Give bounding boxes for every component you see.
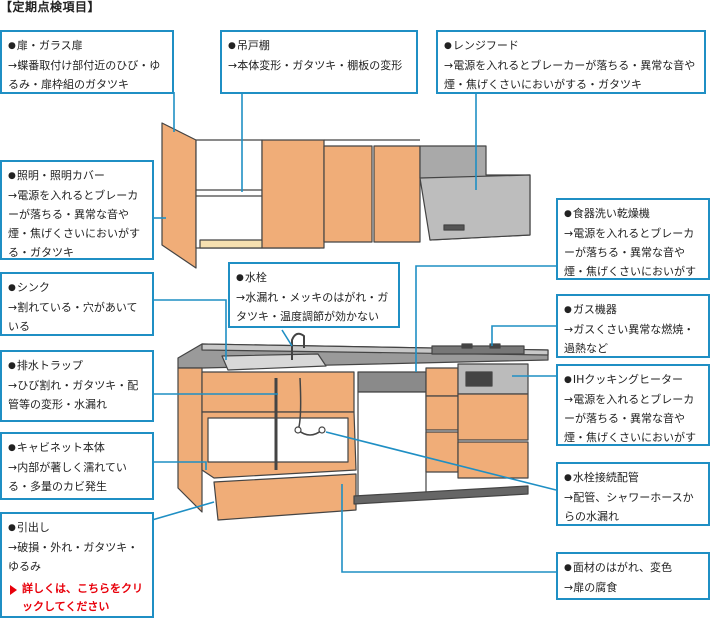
- callout-body: 電源を入れるとブレーカーが落ちる・異常な音や煙・焦げくさいにおいがする・ガタツキ: [8, 186, 146, 258]
- right-cabinet-drawer-5: [457, 441, 529, 479]
- callout-body: 電源を入れるとブレーカーが落ちる・異常な音や煙・焦げくさいにおいがする: [564, 224, 702, 278]
- callout-range-hood: レンジフード 電源を入れるとブレーカーが落ちる・異常な音や煙・焦げくさいにおいが…: [436, 30, 706, 94]
- callout-heading: 排水トラップ: [8, 356, 146, 376]
- callout-upper-cabinet: 吊戸棚 本体変形・ガタツキ・棚板の変形: [220, 30, 418, 94]
- callout-body: 割れている・穴があいている: [8, 298, 146, 334]
- callout-body: 電源を入れるとブレーカーが落ちる・異常な音や煙・焦げくさいにおいがする・ガタツキ: [444, 56, 698, 92]
- open-cabinet-door: [161, 122, 197, 269]
- upper-cabinet-door-2: [323, 145, 373, 243]
- callout-body: 蝶番取付け部付近のひび・ゆるみ・扉枠組のガタツキ: [8, 56, 166, 92]
- callout-drawer: 引出し 破損・外れ・ガタツキ・ゆるみ 詳しくは、こちらをクリックしてください: [0, 512, 154, 618]
- callout-body: 扉の腐食: [564, 578, 702, 597]
- callout-body: 配管、シャワーホースからの水漏れ: [564, 488, 702, 524]
- upper-cabinet-door-1: [261, 139, 325, 249]
- leader-faucet-pipe: [325, 431, 557, 491]
- page-title: 【定期点検項目】: [0, 0, 101, 14]
- callout-body: ひび割れ・ガタツキ・配管等の変形・水漏れ: [8, 376, 146, 414]
- callout-heading: 吊戸棚: [228, 36, 410, 56]
- details-link[interactable]: 詳しくは、こちらをクリックしてください: [8, 580, 146, 616]
- callout-lighting: 照明・照明カバー 電源を入れるとブレーカーが落ちる・異常な音や煙・焦げくさいにお…: [0, 160, 154, 260]
- callout-cabinet-body: キャビネット本体 内部が著しく濡れている・多量のカビ発生: [0, 432, 154, 500]
- callout-body: 内部が著しく濡れている・多量のカビ発生: [8, 458, 146, 496]
- callout-heading: 水栓接続配管: [564, 468, 702, 488]
- callout-heading: IHクッキングヒーター: [564, 370, 702, 390]
- callout-heading: 照明・照明カバー: [8, 166, 146, 186]
- leader-drawer: [151, 501, 215, 521]
- faucet: [291, 332, 305, 360]
- right-cabinet-drawer-1: [425, 367, 459, 397]
- callout-body: 破損・外れ・ガタツキ・ゆるみ: [8, 538, 146, 576]
- callout-heading: 食器洗い乾燥機: [564, 204, 702, 224]
- leader-sink: [152, 299, 227, 360]
- bottom-drawer: [213, 473, 357, 521]
- callout-heading: ガス機器: [564, 300, 702, 320]
- callout-heading: 面材のはがれ、変色: [564, 558, 702, 578]
- callout-door: 扉・ガラス扉 蝶番取付け部付近のひび・ゆるみ・扉枠組のガタツキ: [0, 30, 174, 94]
- callout-heading: シンク: [8, 278, 146, 298]
- leader-surface: [341, 484, 556, 573]
- callout-heading: 水栓: [236, 268, 392, 288]
- callout-heading: 引出し: [8, 518, 146, 538]
- callout-heading: キャビネット本体: [8, 438, 146, 458]
- leader-dishwasher: [415, 265, 556, 372]
- callout-sink: シンク 割れている・穴があいている: [0, 272, 154, 336]
- plinth: [353, 485, 529, 505]
- callout-ih: IHクッキングヒーター 電源を入れるとブレーカーが落ちる・異常な音や煙・焦げくさ…: [556, 364, 710, 446]
- callout-heading: 扉・ガラス扉: [8, 36, 166, 56]
- callout-gas: ガス機器 ガスくさい異常な燃焼・過熱など: [556, 294, 710, 358]
- callout-surface: 面材のはがれ、変色 扉の腐食: [556, 552, 710, 600]
- lower-cabinet-side: [177, 367, 203, 513]
- callout-faucet-pipe: 水栓接続配管 配管、シャワーホースからの水漏れ: [556, 462, 710, 526]
- right-cabinet-drawer-4: [457, 393, 529, 441]
- hob: [431, 345, 525, 355]
- callout-body: 電源を入れるとブレーカーが落ちる・異常な音や煙・焦げくさいにおいがする: [564, 390, 702, 444]
- callout-faucet: 水栓 水漏れ・メッキのはがれ・ガタツキ・温度調節が効かない: [228, 262, 400, 328]
- upper-cabinet-interior: [195, 139, 263, 249]
- leader-faucet: [281, 329, 293, 347]
- callout-body: 水漏れ・メッキのはがれ・ガタツキ・温度調節が効かない: [236, 288, 392, 326]
- upper-drawer: [201, 371, 355, 413]
- leader-gas: [491, 325, 556, 346]
- sink: [221, 353, 327, 371]
- callout-heading: レンジフード: [444, 36, 698, 56]
- callout-body: ガスくさい異常な燃焼・過熱など: [564, 320, 702, 356]
- leader-cabinet-body: [152, 461, 207, 470]
- right-cabinet-drawer-2: [425, 395, 459, 431]
- callout-drain-trap: 排水トラップ ひび割れ・ガタツキ・配管等の変形・水漏れ: [0, 350, 154, 422]
- upper-cabinet-door-3: [373, 145, 421, 243]
- callout-body: 本体変形・ガタツキ・棚板の変形: [228, 56, 410, 75]
- callout-dishwasher: 食器洗い乾燥機 電源を入れるとブレーカーが落ちる・異常な音や煙・焦げくさいにおい…: [556, 198, 710, 280]
- dishwasher-panel: [357, 371, 427, 393]
- right-cabinet-drawer-3: [425, 431, 459, 473]
